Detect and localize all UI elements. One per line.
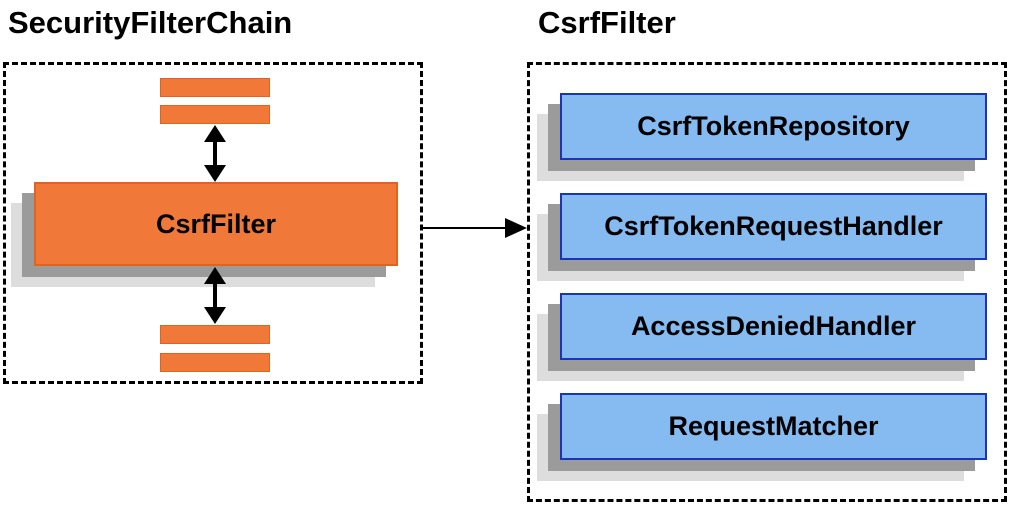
csrf-filter-box-label: CsrfFilter <box>155 208 277 239</box>
component-box-label: RequestMatcher <box>668 411 879 441</box>
filter-chain-bar-bottom-1 <box>160 325 270 344</box>
double-arrow-icon-top <box>204 125 226 182</box>
component-box-label: AccessDeniedHandler <box>630 311 917 341</box>
arrowhead-down-icon <box>204 307 226 324</box>
arrow-shaft <box>423 227 505 229</box>
filter-chain-bar-top-2 <box>160 105 270 124</box>
component-box-csrf-token-repository: CsrfTokenRepository <box>560 93 987 160</box>
filter-chain-bar-top-1 <box>160 78 270 97</box>
csrf-filter-container <box>527 62 1007 502</box>
component-box-csrf-token-request-handler: CsrfTokenRequestHandler <box>560 193 987 260</box>
security-filter-chain-container <box>3 62 423 384</box>
flow-arrow-icon <box>423 218 527 238</box>
double-arrow-icon-bottom <box>204 267 226 324</box>
component-box-request-matcher: RequestMatcher <box>560 393 987 460</box>
component-box-label: CsrfTokenRepository <box>637 111 910 141</box>
component-box-access-denied-handler: AccessDeniedHandler <box>560 293 987 360</box>
left-group-title: SecurityFilterChain <box>8 5 293 40</box>
arrowhead-up-icon <box>204 125 226 142</box>
arrowhead-up-icon <box>204 267 226 284</box>
csrf-filter-box: CsrfFilter <box>34 182 398 266</box>
arrowhead-down-icon <box>204 165 226 182</box>
filter-chain-bar-bottom-2 <box>160 353 270 372</box>
component-box-label: CsrfTokenRequestHandler <box>604 211 943 241</box>
arrow-shaft <box>213 142 217 165</box>
right-group-title: CsrfFilter <box>538 5 676 40</box>
arrow-shaft <box>213 284 217 307</box>
arrowhead-right-icon <box>505 218 527 238</box>
